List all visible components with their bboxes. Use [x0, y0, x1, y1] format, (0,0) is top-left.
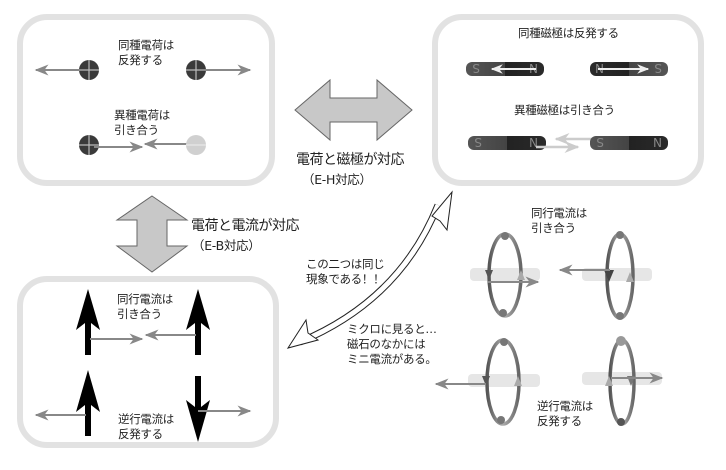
electric-charge-panel — [17, 14, 275, 186]
svg-text:S: S — [596, 135, 604, 149]
label-line: 逆行電流は — [118, 412, 174, 426]
eh-correspondence-sub: （E-H対応） — [302, 172, 372, 187]
label-line: 磁石のなかには — [347, 337, 426, 351]
current-arrow-down — [186, 376, 210, 442]
positive-charge-icon — [79, 60, 99, 80]
svg-text:S: S — [474, 135, 482, 149]
eb-correspondence-sub: （E-B対応） — [192, 238, 261, 253]
label-line: 反発する — [118, 427, 163, 441]
parallel-currents-group — [76, 289, 210, 355]
parallel-current-label: 同行電流は 引き合う — [117, 292, 173, 322]
micro-view-label: ミクロに見ると… 磁石のなかには ミニ電流がある。 — [347, 322, 437, 367]
current-arrow-up — [76, 370, 100, 436]
svg-text:S: S — [654, 61, 662, 75]
antiparallel-currents-group — [34, 370, 252, 442]
label-line: 同種電荷は — [118, 38, 174, 52]
magnetic-pole-panel — [432, 14, 704, 186]
arrow-head-down — [286, 318, 320, 349]
current-loop-icon — [582, 336, 664, 426]
label-line: この二つは同じ — [306, 257, 385, 271]
loop-parallel-label: 同行電流は 引き合う — [531, 206, 587, 236]
svg-text:N: N — [529, 135, 538, 149]
opposite-pole-attract-group: S N S N — [468, 133, 668, 153]
current-loop-icon — [434, 338, 540, 426]
same-charge-label: 同種電荷は 反発する — [118, 38, 174, 68]
bar-magnet-icon: S N — [468, 135, 546, 150]
loop-antiparallel-group — [434, 336, 664, 426]
label-line: 引き合う — [114, 123, 159, 137]
label-line: 異種電荷は — [114, 108, 170, 122]
label-line: 同行電流は — [531, 206, 587, 220]
opposite-charge-attract-group — [79, 135, 206, 155]
negative-charge-icon — [186, 135, 206, 155]
bar-magnet-icon: N S — [590, 61, 668, 76]
label-line: 引き合う — [531, 221, 576, 235]
opposite-pole-label: 異種磁極は引き合う — [514, 103, 615, 117]
loop-antiparallel-label: 逆行電流は 反発する — [537, 399, 593, 429]
label-line: ミクロに見ると… — [347, 322, 437, 336]
label-line: 引き合う — [117, 307, 162, 321]
current-arrow-up — [186, 289, 210, 355]
same-phenomenon-label: この二つは同じ 現象である！！ — [306, 257, 385, 287]
svg-text:N: N — [653, 135, 662, 149]
antiparallel-current-label: 逆行電流は 反発する — [118, 412, 174, 442]
electric-current-panel — [17, 276, 279, 448]
eh-correspondence-title: 電荷と磁極が対応 — [296, 152, 405, 168]
positive-charge-icon — [79, 135, 99, 155]
label-line: 逆行電流は — [537, 399, 593, 413]
current-loop-icon — [470, 232, 540, 318]
svg-text:S: S — [472, 61, 480, 75]
arrow-head-up — [431, 190, 453, 232]
current-loop-icon — [558, 231, 652, 320]
same-charge-repel-group — [34, 60, 252, 80]
label-line: ミニ電流がある。 — [347, 352, 437, 366]
current-arrow-up — [76, 289, 100, 355]
label-line: 同行電流は — [117, 292, 173, 306]
label-line: 反発する — [118, 53, 163, 67]
curved-double-arrow — [286, 190, 453, 349]
bar-magnet-icon: S N — [590, 135, 668, 150]
label-line: 反発する — [537, 414, 582, 428]
loop-parallel-group — [470, 231, 652, 320]
horizontal-double-block-arrow — [294, 78, 413, 142]
vertical-double-block-arrow — [115, 195, 189, 273]
eb-correspondence-title: 電荷と電流が対応 — [191, 218, 300, 234]
bar-magnet-icon: S N — [466, 61, 544, 76]
same-pole-label: 同種磁極は反発する — [518, 26, 619, 40]
opposite-charge-label: 異種電荷は 引き合う — [114, 108, 170, 138]
same-pole-repel-group: S N N S — [466, 61, 668, 76]
label-line: 現象である！！ — [306, 272, 385, 286]
